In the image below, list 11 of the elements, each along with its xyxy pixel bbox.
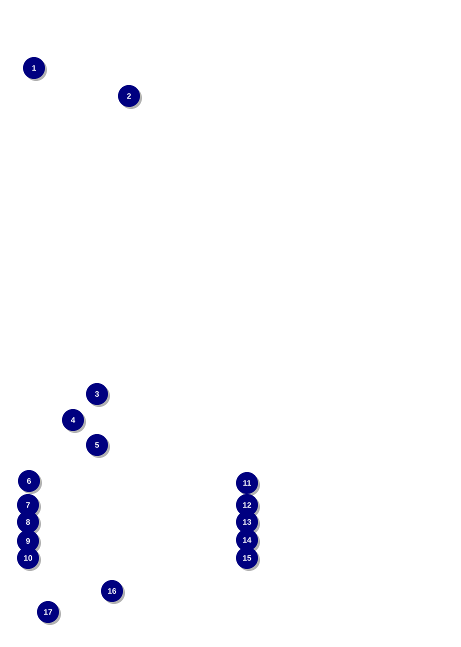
callout-number: 11 (236, 472, 260, 496)
callout-number: 4 (62, 409, 86, 433)
callout-number: 1 (23, 57, 47, 81)
callout-number: 3 (86, 383, 110, 407)
callout-number: 2 (118, 85, 142, 109)
callout-number: 17 (37, 601, 61, 625)
callout-number: 16 (101, 580, 125, 604)
callout-number: 15 (236, 547, 260, 571)
callout-number: 5 (86, 434, 110, 458)
callout-number: 6 (18, 470, 42, 494)
callout-number: 10 (17, 547, 41, 571)
